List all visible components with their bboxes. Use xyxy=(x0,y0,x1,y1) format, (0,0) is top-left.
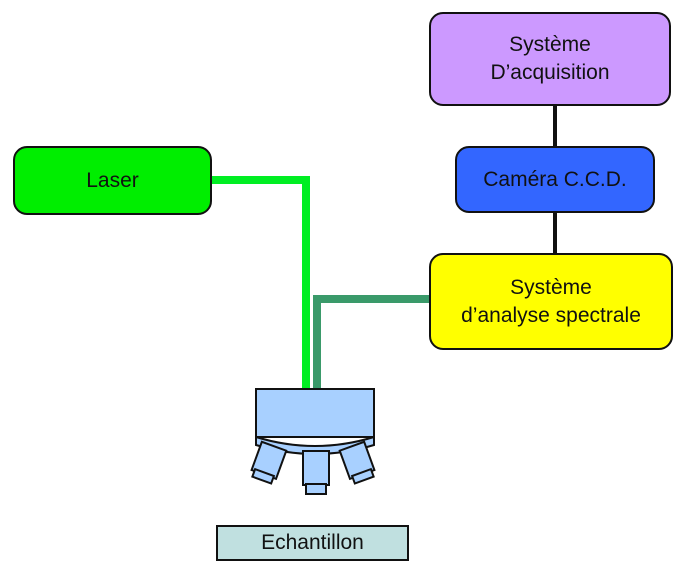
spectral-label-line2: d’analyse spectrale xyxy=(461,303,641,327)
acquisition-label-line2: D’acquisition xyxy=(490,61,610,84)
laser-box: Laser xyxy=(13,146,212,215)
spectral-label-line1: Système xyxy=(510,275,592,299)
sample-box: Echantillon xyxy=(216,525,409,561)
camera-label: Caméra C.C.D. xyxy=(483,167,627,191)
acquisition-system-box: Système D’acquisition xyxy=(429,12,671,106)
laser-label: Laser xyxy=(86,168,139,192)
ccd-camera-box: Caméra C.C.D. xyxy=(455,146,655,213)
spectral-analysis-box: Système d’analyse spectrale xyxy=(429,253,673,350)
microscope-objective-icon xyxy=(250,388,376,495)
acquisition-label-line1: Système xyxy=(509,33,591,56)
laser-beam-path xyxy=(212,176,310,392)
sample-label: Echantillon xyxy=(261,531,364,554)
return-beam-path xyxy=(313,295,429,392)
